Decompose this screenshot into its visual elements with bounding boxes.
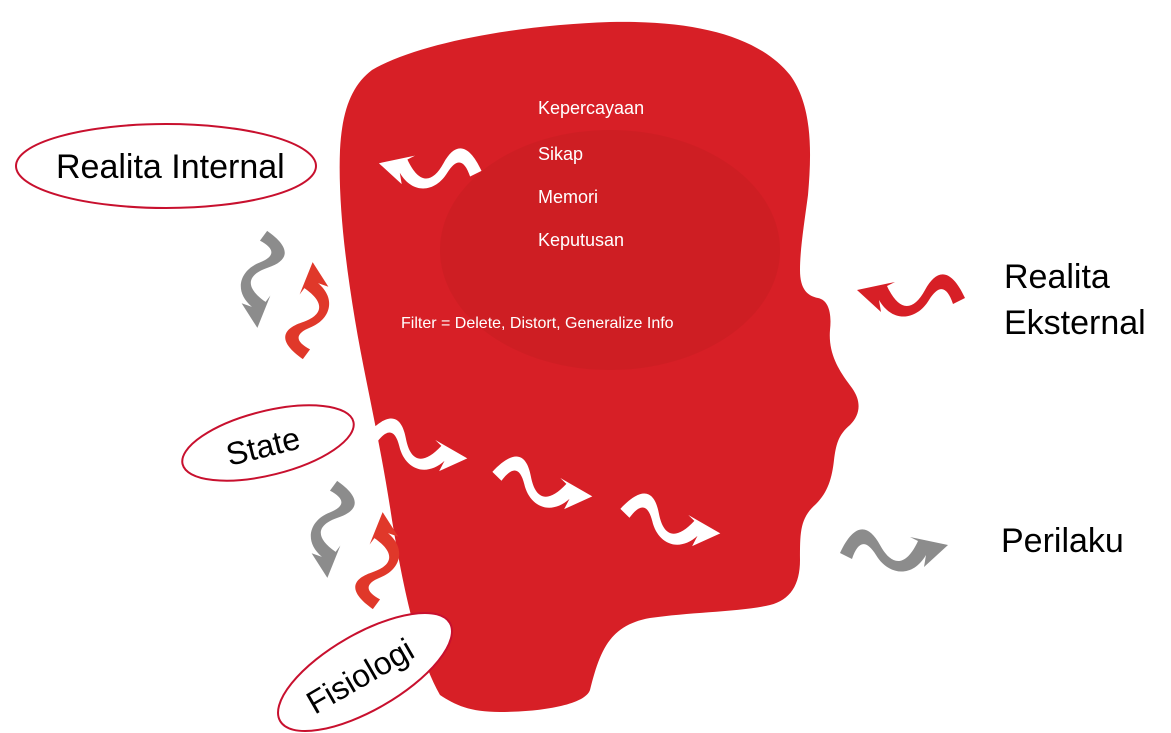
head-item-memory: Memori [538, 187, 598, 207]
wavy-arrow-right-icon [840, 529, 948, 571]
wavy-arrow-up-down-icon [234, 228, 336, 362]
external-reality-label-line1: Realita [1004, 258, 1110, 296]
external-reality-label-line2: Eksternal [1004, 304, 1146, 342]
head-item-beliefs: Kepercayaan [538, 98, 644, 118]
state-oval-group: State [175, 391, 361, 496]
head-item-decision: Keputusan [538, 230, 624, 250]
head-item-attitude: Sikap [538, 144, 583, 164]
head-shading [440, 130, 780, 370]
wavy-arrow-left-icon [857, 274, 965, 316]
behavior-label: Perilaku [1001, 522, 1124, 560]
internal-reality-label: Realita Internal [56, 148, 285, 186]
filter-text: Filter = Delete, Distort, Generalize Inf… [401, 315, 674, 332]
